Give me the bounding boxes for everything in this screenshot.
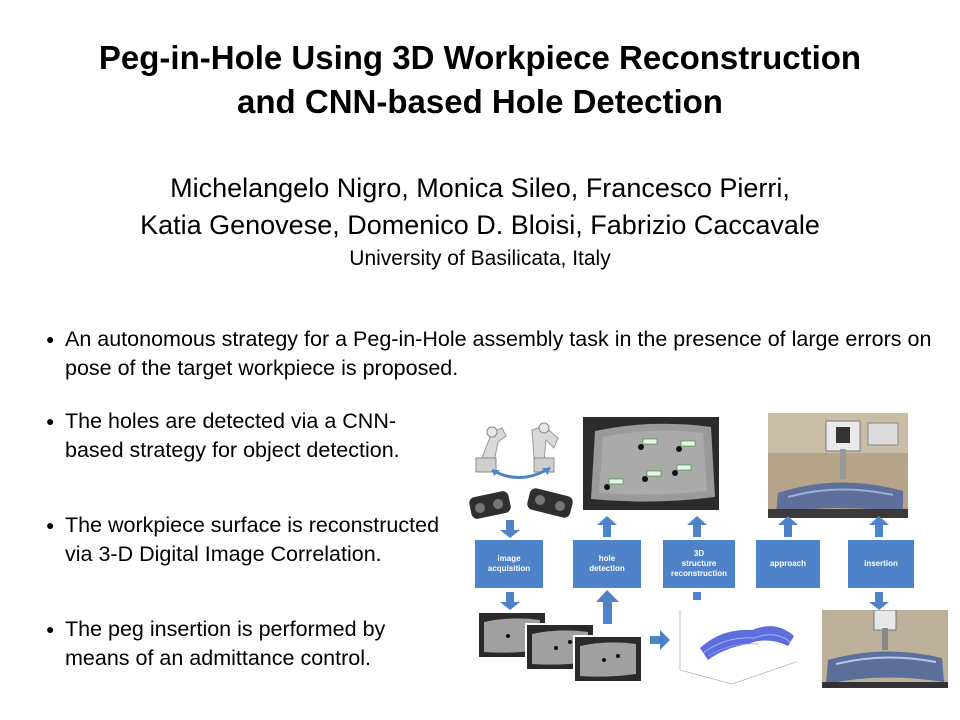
bullet-dot-icon: ● [46,517,55,533]
acquired-images-stack [478,612,643,683]
step-3d-reconstruction: 3D structure reconstruction [663,540,735,588]
arrow-up-icon [597,516,617,537]
bullet-text: The holes are detected via a CNN-based s… [65,409,400,462]
bullet-text: The workpiece surface is reconstructed v… [65,513,440,566]
step-label: 3D structure reconstruction [670,549,727,578]
bullet-item: ● The peg insertion is performed by mean… [46,615,441,673]
surface-reconstruction-plot [672,600,800,690]
arrow-down-icon [869,592,889,610]
bullet-item: ● The holes are detected via a CNN-based… [46,407,441,465]
arrow-up-icon [596,590,619,624]
title-line-2: and CNN-based Hole Detection [237,83,723,120]
authors-line-2: Katia Genovese, Domenico D. Bloisi, Fabr… [140,210,820,240]
bullet-text: The peg insertion is performed by means … [65,617,386,670]
arrow-down-icon [500,592,520,610]
bullet-dot-icon: ● [46,621,55,637]
title-line-1: Peg-in-Hole Using 3D Workpiece Reconstru… [98,39,862,76]
bullet-dot-icon: ● [46,331,55,347]
arrow-up-icon [778,516,798,537]
step-label: approach [769,559,806,568]
bullet-dot-icon: ● [46,413,55,429]
authors: Michelangelo Nigro, Monica Sileo, France… [0,170,960,244]
insertion-photo [822,610,948,688]
robot-arms-image [462,418,580,526]
arrow-up-icon [869,516,889,537]
bullet-text: An autonomous strategy for a Peg-in-Hole… [65,327,932,380]
step-hole-detection: hole detection [573,540,641,588]
step-label: hole detection [589,554,625,573]
arrow-up-icon [687,516,707,537]
approach-photo [768,413,908,518]
bullet-item: ● An autonomous strategy for a Peg-in-Ho… [46,325,946,383]
slide-title: Peg-in-Hole Using 3D Workpiece Reconstru… [0,36,960,124]
step-approach: approach [756,540,820,588]
step-image-acquisition: image acquisition [475,540,543,588]
step-label: insertion [864,559,898,568]
step-insertion: insertion [848,540,914,588]
affiliation: University of Basilicata, Italy [349,247,611,270]
authors-line-1: Michelangelo Nigro, Monica Sileo, France… [170,173,790,203]
arrow-right-icon [650,630,670,650]
hole-detection-image [583,417,719,510]
bullet-item: ● The workpiece surface is reconstructed… [46,511,441,569]
arrow-down-icon [500,520,520,538]
step-label: image acquisition [487,554,531,573]
